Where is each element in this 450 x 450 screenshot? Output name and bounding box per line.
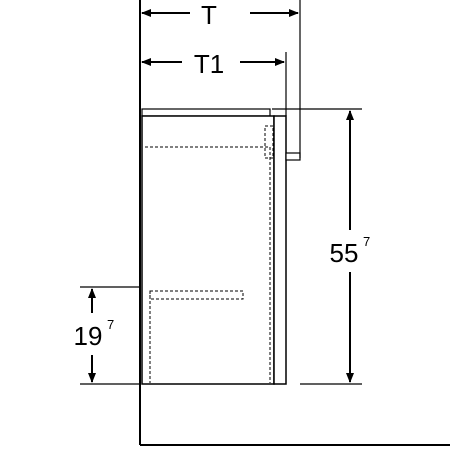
inner-depth-label: T1 <box>194 49 224 79</box>
countertop <box>141 108 271 117</box>
height-label-superscript: 7 <box>363 234 370 249</box>
hidden-lines <box>145 125 274 383</box>
lower-height-label-superscript: 7 <box>107 317 114 332</box>
inner-depth-dimension: T1 <box>141 49 287 116</box>
depth-dimension: T <box>141 0 301 158</box>
cabinet-door <box>273 115 287 385</box>
lower-height-label: 19 <box>74 321 103 351</box>
lower-height-dimension: 19 7 <box>74 286 140 385</box>
door-handle <box>285 152 301 161</box>
cabinet-body <box>141 115 275 385</box>
height-label: 55 <box>330 238 359 268</box>
height-dimension: 55 7 <box>272 108 370 385</box>
depth-label: T <box>201 0 217 30</box>
